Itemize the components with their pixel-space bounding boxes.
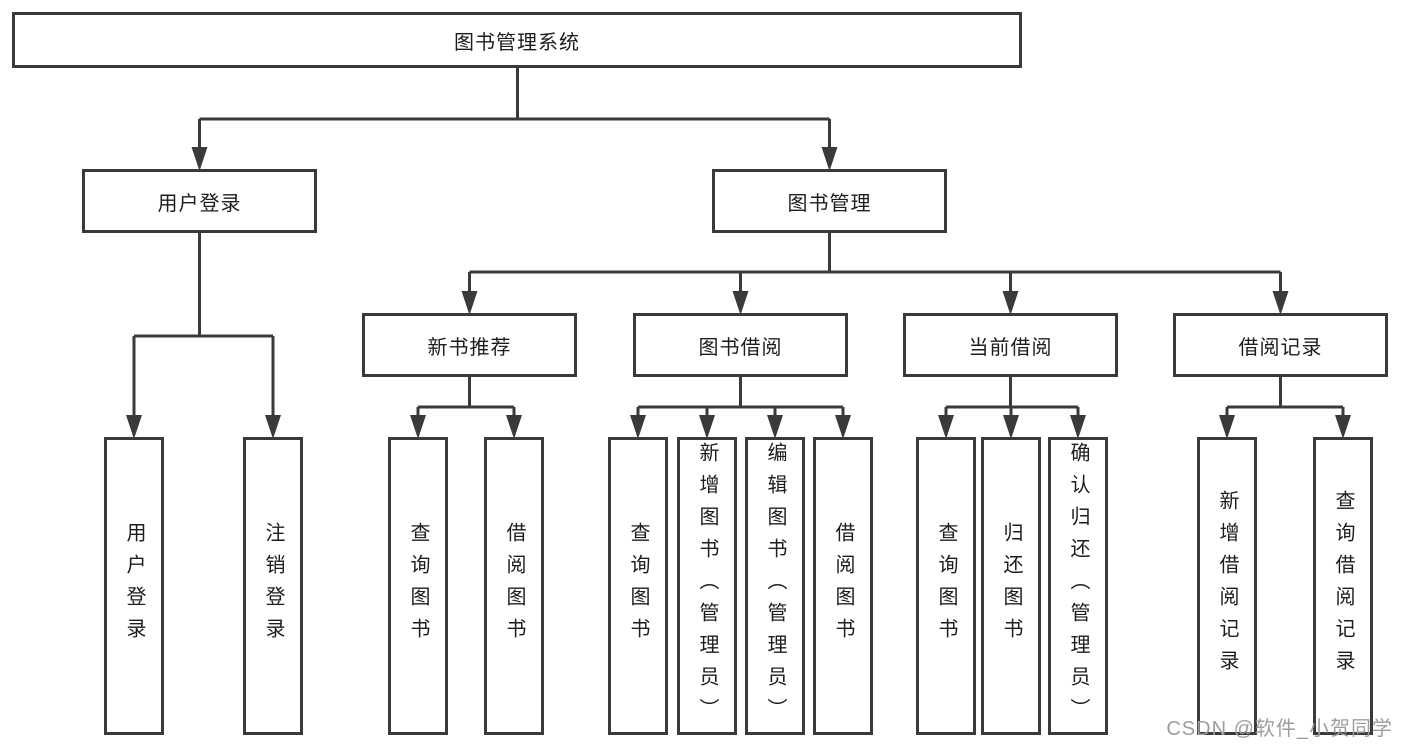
node-book-management: 图书管理	[712, 169, 947, 233]
node-book-management-label: 图书管理	[787, 192, 872, 215]
leaf-nb-query-books: 查询图书	[388, 437, 448, 735]
leaf-bb-edit-books-admin-label: 编辑图书（管理员）	[764, 442, 786, 730]
leaf-br-query-record: 查询借阅记录	[1313, 437, 1373, 735]
leaf-bb-add-books-admin-label: 新增图书（管理员）	[696, 442, 718, 730]
leaf-bb-query-books-label: 查询图书	[627, 522, 649, 650]
arrow-down-icon	[191, 147, 838, 171]
leaf-cb-confirm-return-admin: 确认归还（管理员）	[1048, 437, 1108, 735]
arrow-down-icon	[938, 415, 1086, 439]
node-current-borrow: 当前借阅	[903, 313, 1118, 377]
node-new-book-recommend-label: 新书推荐	[427, 336, 512, 359]
arrow-down-icon	[126, 415, 281, 439]
leaf-nb-borrow-books: 借阅图书	[484, 437, 544, 735]
edge-borrow-records-to-leaves	[1219, 377, 1351, 439]
node-user-login-label: 用户登录	[157, 192, 242, 215]
leaf-cb-query-books-label: 查询图书	[935, 522, 957, 650]
node-root-label: 图书管理系统	[454, 31, 580, 54]
arrow-down-icon	[1219, 415, 1351, 439]
edge-current-borrow-to-leaves	[938, 377, 1086, 439]
node-borrow-records: 借阅记录	[1173, 313, 1388, 377]
arrow-down-icon	[461, 291, 1289, 315]
leaf-bb-query-books: 查询图书	[608, 437, 668, 735]
edge-user-login-to-leaves	[126, 233, 281, 439]
edge-new-book-recommend-to-leaves	[410, 377, 522, 439]
node-book-borrow-label: 图书借阅	[698, 336, 783, 359]
leaf-br-query-record-label: 查询借阅记录	[1332, 490, 1354, 682]
leaf-cb-return-books: 归还图书	[981, 437, 1041, 735]
edge-root-to-level2	[191, 68, 838, 171]
edge-book-borrow-to-leaves	[630, 377, 851, 439]
leaf-br-add-record-label: 新增借阅记录	[1216, 490, 1238, 682]
arrow-down-icon	[630, 415, 851, 439]
node-borrow-records-label: 借阅记录	[1238, 336, 1323, 359]
leaf-br-add-record: 新增借阅记录	[1197, 437, 1257, 735]
leaf-cb-confirm-return-admin-label: 确认归还（管理员）	[1067, 442, 1089, 730]
leaf-bb-edit-books-admin: 编辑图书（管理员）	[745, 437, 805, 735]
leaf-bb-add-books-admin: 新增图书（管理员）	[677, 437, 737, 735]
leaf-logout-label: 注销登录	[262, 522, 284, 650]
node-book-borrow: 图书借阅	[633, 313, 848, 377]
node-user-login: 用户登录	[82, 169, 317, 233]
leaf-user-login: 用户登录	[104, 437, 164, 735]
node-root: 图书管理系统	[12, 12, 1022, 68]
leaf-cb-query-books: 查询图书	[916, 437, 976, 735]
leaf-nb-borrow-books-label: 借阅图书	[503, 522, 525, 650]
leaf-nb-query-books-label: 查询图书	[407, 522, 429, 650]
node-current-borrow-label: 当前借阅	[968, 336, 1053, 359]
leaf-logout: 注销登录	[243, 437, 303, 735]
leaf-user-login-label: 用户登录	[123, 522, 145, 650]
csdn-watermark: CSDN @软件_小贺同学	[1166, 718, 1393, 740]
leaf-bb-borrow-books-label: 借阅图书	[832, 522, 854, 650]
leaf-cb-return-books-label: 归还图书	[1000, 522, 1022, 650]
node-new-book-recommend: 新书推荐	[362, 313, 577, 377]
leaf-bb-borrow-books: 借阅图书	[813, 437, 873, 735]
edge-book-management-to-level3	[461, 233, 1289, 315]
arrow-down-icon	[410, 415, 522, 439]
